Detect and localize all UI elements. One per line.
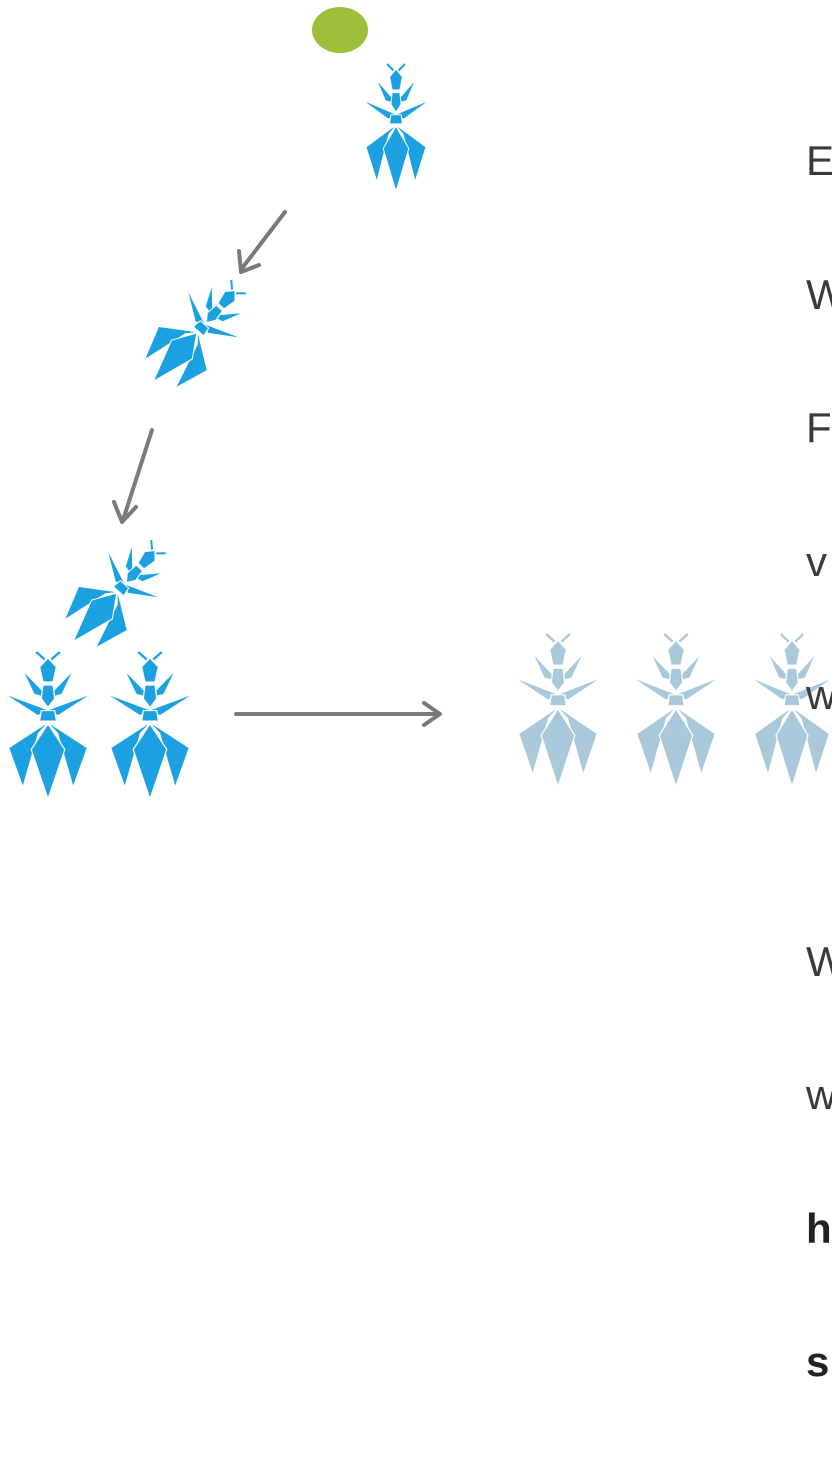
arrow-icon [239, 212, 285, 272]
diagram: E W F v w W w h s [0, 0, 832, 807]
paragraph-gap [806, 807, 832, 851]
arrow-group [0, 0, 832, 807]
text-line: W [806, 940, 832, 985]
text-line-bold: h [806, 1207, 832, 1252]
arrow-icon [236, 703, 440, 725]
text-line-bold: s [806, 1340, 832, 1385]
text-line: w [806, 1073, 832, 1118]
arrow-icon [114, 430, 152, 522]
